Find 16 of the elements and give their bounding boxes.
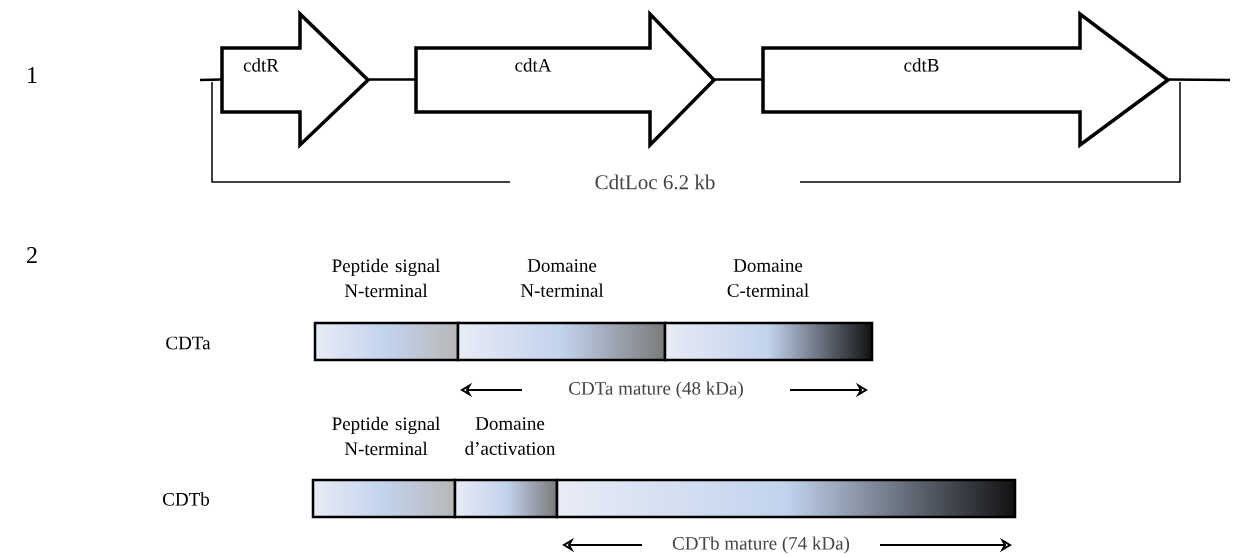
protein-name: CDTb bbox=[163, 492, 209, 506]
locus-label: CdtLoc 6.2 kb bbox=[595, 174, 715, 190]
backbone-line bbox=[199, 78, 222, 82]
node-label: Domaine C-terminal bbox=[727, 259, 809, 297]
panel-number: 1 bbox=[28, 67, 37, 83]
node-label: Peptide signal N-terminal bbox=[332, 416, 440, 456]
backbone-line bbox=[714, 78, 763, 81]
protein-name: CDTa bbox=[166, 336, 211, 350]
node-label: Peptide signal N-terminal bbox=[332, 258, 440, 298]
node-label: Domaine d’activation bbox=[465, 417, 556, 455]
backbone-line bbox=[368, 78, 416, 81]
panel-number: 2 bbox=[27, 247, 37, 263]
mature-protein-label: CDTb mature (74 kDa) bbox=[672, 536, 850, 554]
mature-protein-label: CDTa mature (48 kDa) bbox=[569, 381, 743, 399]
node-label: Domaine N-terminal bbox=[520, 259, 604, 297]
backbone-line bbox=[1168, 78, 1231, 82]
